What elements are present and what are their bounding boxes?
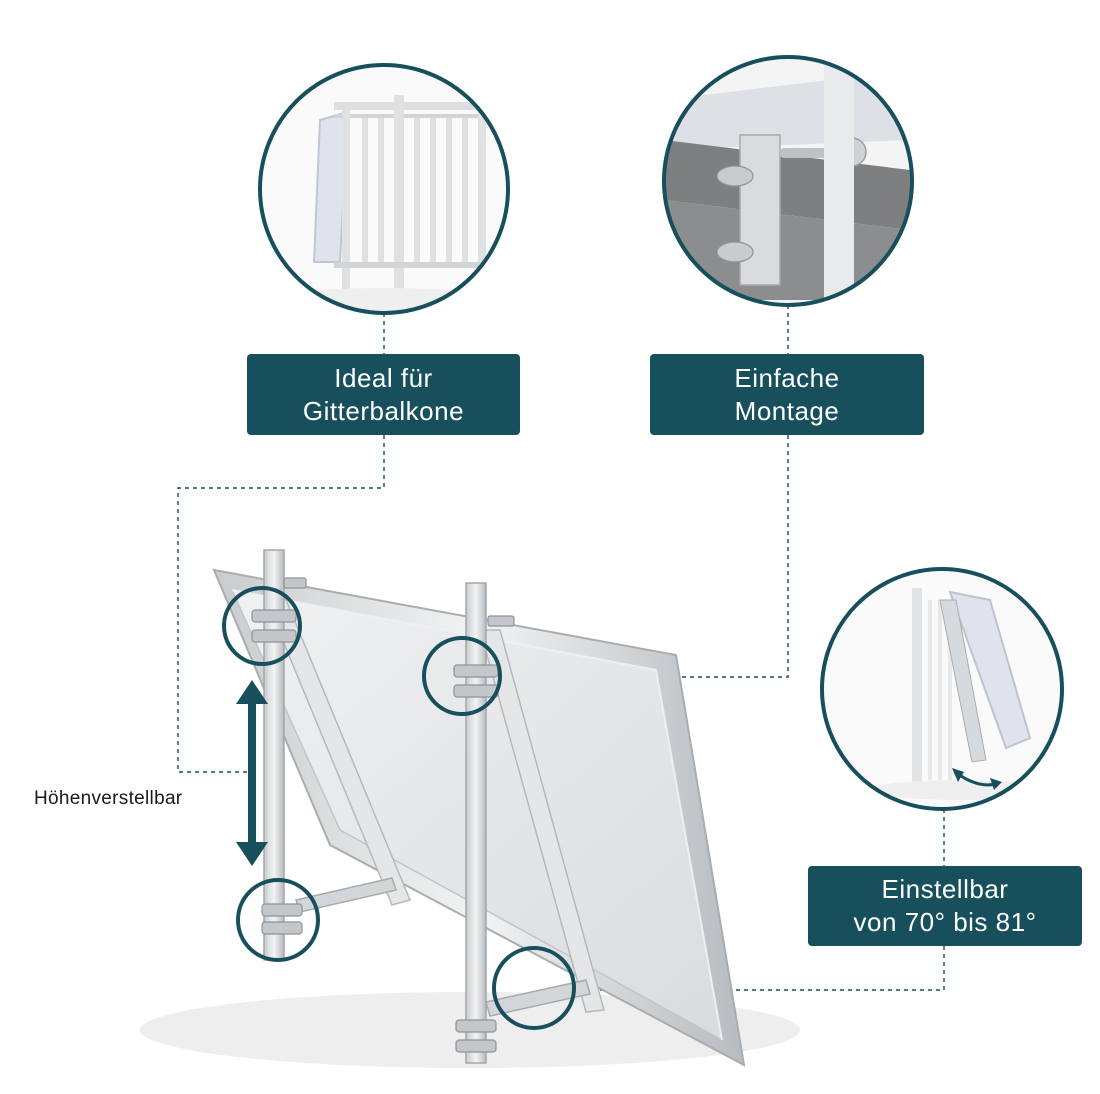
rail-right xyxy=(479,629,605,1013)
curved-double-arrow-icon xyxy=(952,768,1002,790)
connector-balcony xyxy=(177,313,385,773)
angle-adjustment-image xyxy=(820,567,1064,811)
post-right xyxy=(465,582,487,1064)
clamp-highlight-circles xyxy=(222,586,576,1030)
highlight-bottom-right xyxy=(492,946,576,1030)
callout-balcony-line1: Ideal für xyxy=(334,362,433,393)
double-arrow-vertical-icon xyxy=(236,680,268,866)
brace-right xyxy=(485,979,591,1017)
clamp-icons xyxy=(251,577,515,1053)
callout-angle: Einstellbar von 70° bis 81° xyxy=(808,866,1082,946)
solar-panel-mount xyxy=(212,549,746,1067)
callout-mounting: Einfache Montage xyxy=(650,354,924,435)
callout-angle-line2: von 70° bis 81° xyxy=(853,907,1037,937)
balcony-railing-image xyxy=(258,63,510,315)
highlight-bottom-left xyxy=(236,878,320,962)
height-adjustable-label: Höhenverstellbar xyxy=(34,788,183,809)
callout-mounting-line1: Einfache xyxy=(734,362,840,393)
highlight-top-right xyxy=(422,636,502,716)
callout-mounting-line2: Montage xyxy=(734,395,840,426)
callout-angle-line1: Einstellbar xyxy=(881,874,1009,904)
mounting-clamp-image xyxy=(662,55,914,307)
callout-balcony: Ideal für Gitterbalkone xyxy=(247,354,520,435)
highlight-top-left xyxy=(222,586,302,666)
callout-balcony-line2: Gitterbalkone xyxy=(302,395,465,426)
